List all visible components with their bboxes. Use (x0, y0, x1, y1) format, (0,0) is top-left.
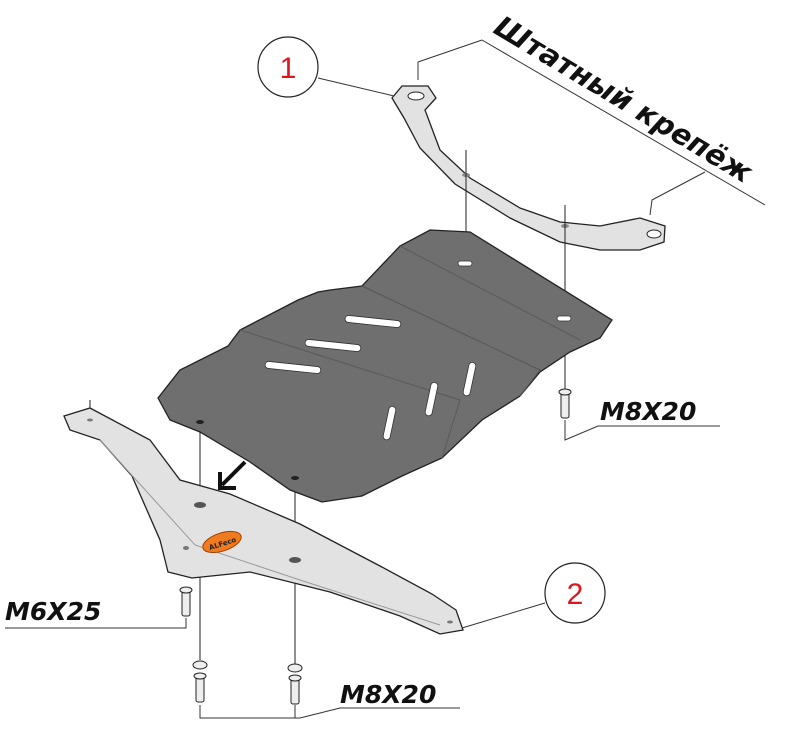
callout-number-1: 1 (280, 52, 297, 85)
skid-plate (157, 229, 613, 503)
callout-2: 2 (461, 562, 606, 629)
callout-number-2: 2 (567, 578, 584, 611)
bolts (179, 388, 572, 705)
bracket-2 (63, 407, 464, 635)
direction-arrow-icon (218, 460, 247, 490)
caption-standard-fasteners: Штатный крепёж (488, 9, 759, 190)
bracket-1 (391, 85, 666, 251)
fastener-label-right: M8X20 (600, 397, 696, 426)
vent-slots (264, 260, 572, 441)
fastener-leaders (5, 420, 720, 719)
logo-badge: ALFeco (202, 530, 242, 554)
caption-leader (417, 39, 766, 216)
fastener-label-left: M6X25 (5, 597, 101, 626)
callout-1: 1 (257, 36, 395, 98)
fastener-label-bottom: M8X20 (340, 680, 436, 709)
